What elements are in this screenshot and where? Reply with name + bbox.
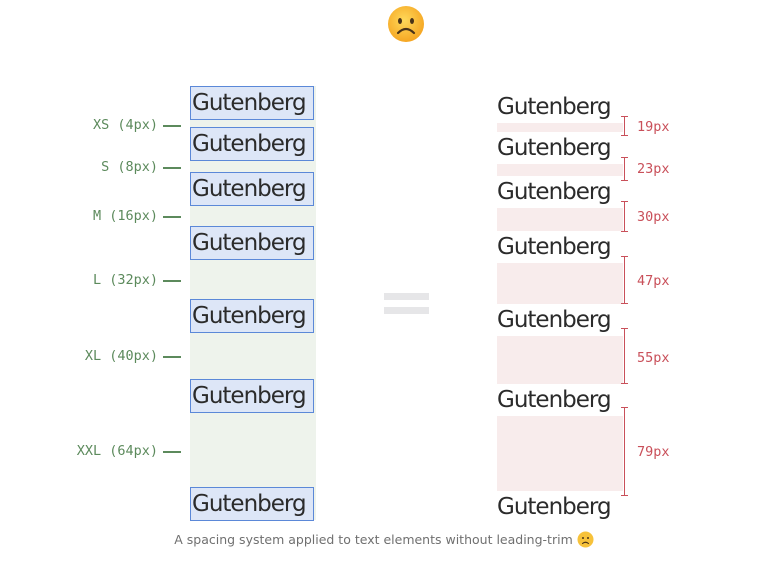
text-element-7: Gutenberg bbox=[190, 487, 314, 521]
text-plain-5: Gutenberg bbox=[497, 304, 627, 336]
spacing-leader-xs bbox=[163, 125, 181, 127]
text-element-6: Gutenberg bbox=[190, 379, 314, 413]
spacing-leader-xl bbox=[163, 356, 181, 358]
gap-measure-3 bbox=[621, 201, 628, 232]
text-plain-2: Gutenberg bbox=[497, 132, 627, 164]
text-element-1: Gutenberg bbox=[190, 86, 314, 120]
spacing-leader-l bbox=[163, 280, 181, 282]
spacing-label-l: L (32px) bbox=[92, 272, 158, 288]
text-plain-3: Gutenberg bbox=[497, 176, 627, 208]
spacing-leader-s bbox=[163, 167, 181, 169]
caption-text: A spacing system applied to text element… bbox=[174, 532, 573, 547]
text-plain-6: Gutenberg bbox=[497, 384, 627, 416]
gap-measure-4 bbox=[621, 256, 628, 304]
text-plain-4: Gutenberg bbox=[497, 231, 627, 263]
spacing-label-xxl: XXL (64px) bbox=[76, 443, 158, 459]
equals-sign-bottom-bar bbox=[384, 307, 429, 314]
frowning-face-icon bbox=[388, 6, 424, 42]
equals-sign-top-bar bbox=[384, 293, 429, 300]
caption: A spacing system applied to text element… bbox=[0, 531, 768, 548]
text-plain-1: Gutenberg bbox=[497, 91, 627, 123]
gap-measure-5 bbox=[621, 328, 628, 384]
spacing-leader-xxl bbox=[163, 451, 181, 453]
text-plain-7: Gutenberg bbox=[497, 491, 627, 523]
spacing-leader-m bbox=[163, 216, 181, 218]
spacing-label-xs: XS (4px) bbox=[92, 117, 158, 133]
text-element-5: Gutenberg bbox=[190, 299, 314, 333]
gap-value-6: 79px bbox=[637, 444, 670, 460]
gap-measure-1 bbox=[621, 116, 628, 136]
slightly-frowning-face-icon bbox=[577, 531, 594, 548]
gap-measure-2 bbox=[621, 157, 628, 181]
spacing-label-m: M (16px) bbox=[92, 208, 158, 224]
gap-value-3: 30px bbox=[637, 209, 670, 225]
text-element-3: Gutenberg bbox=[190, 172, 314, 206]
text-element-2: Gutenberg bbox=[190, 127, 314, 161]
gap-value-5: 55px bbox=[637, 350, 670, 366]
spacing-label-s: S (8px) bbox=[101, 159, 158, 175]
spacing-label-xl: XL (40px) bbox=[84, 348, 158, 364]
text-element-4: Gutenberg bbox=[190, 226, 314, 260]
gap-measure-6 bbox=[621, 407, 628, 496]
gap-value-4: 47px bbox=[637, 273, 670, 289]
gap-value-2: 23px bbox=[637, 161, 670, 177]
gap-value-1: 19px bbox=[637, 119, 670, 135]
